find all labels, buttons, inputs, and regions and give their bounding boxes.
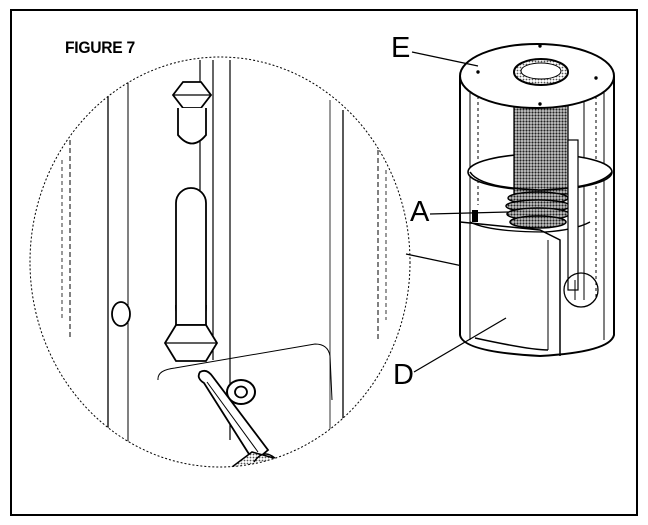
callout-label-e: E xyxy=(391,32,411,64)
cylindrical-unit xyxy=(459,43,615,358)
inner-column xyxy=(513,99,569,195)
figure-title: FIGURE 7 xyxy=(65,38,135,57)
lower-hex-nut xyxy=(163,305,219,362)
top-ring xyxy=(459,43,615,109)
leader-d xyxy=(413,317,507,373)
bellows-spring xyxy=(505,191,571,229)
leader-e xyxy=(411,51,479,67)
side-detail-circle xyxy=(563,272,599,308)
leader-a xyxy=(429,211,509,215)
figure-frame xyxy=(10,9,638,516)
side-knob xyxy=(111,301,131,327)
detail-circle-outline xyxy=(29,56,411,468)
washer xyxy=(226,379,256,405)
adjustment-slot xyxy=(175,187,207,324)
callout-label-a: A xyxy=(410,196,430,228)
upper-hex-nut xyxy=(171,81,213,145)
callout-label-d: D xyxy=(393,359,414,391)
